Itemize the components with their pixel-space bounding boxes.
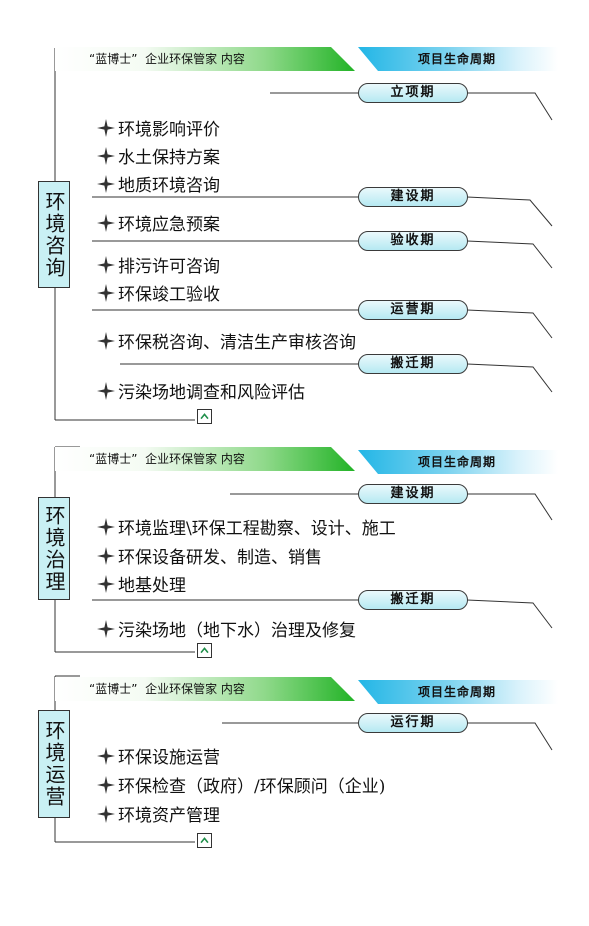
list-item: 环境影响评价 — [96, 115, 220, 140]
lifecycle-banner: 项目生命周期 — [358, 680, 558, 704]
star-bullet-icon — [97, 619, 115, 638]
star-bullet-icon — [97, 146, 115, 165]
star-bullet-icon — [97, 804, 115, 823]
list-item: 环保税咨询、清洁生产审核咨询 — [96, 328, 356, 353]
phase-pill: 验收期 — [358, 231, 468, 251]
star-bullet-icon — [97, 213, 115, 232]
phase-pill: 运营期 — [358, 300, 468, 320]
item-label: 环境应急预案 — [118, 215, 220, 235]
star-bullet-icon — [97, 775, 115, 794]
list-item: 环保设备研发、制造、销售 — [96, 543, 322, 568]
collapse-icon[interactable] — [197, 833, 212, 848]
list-item: 环境监理\环保工程勘察、设计、施工 — [96, 514, 396, 539]
star-bullet-icon — [97, 283, 115, 302]
list-item: 环保竣工验收 — [96, 280, 220, 305]
list-item: 环保设施运营 — [96, 743, 220, 768]
item-label: 环保检查（政府）/环保顾问（企业) — [118, 777, 386, 797]
item-label: 环境影响评价 — [118, 120, 220, 140]
lifecycle-banner: 项目生命周期 — [358, 47, 558, 71]
list-item: 地基处理 — [96, 571, 186, 596]
list-item: 水土保持方案 — [96, 143, 220, 168]
list-item: 污染场地调查和风险评估 — [96, 378, 305, 403]
item-label: 排污许可咨询 — [118, 257, 220, 277]
phase-pill: 搬迁期 — [358, 590, 468, 610]
side-label-environment-treatment: 环境治理 — [38, 497, 70, 600]
collapse-icon[interactable] — [197, 409, 212, 424]
list-item: 地质环境咨询 — [96, 171, 220, 196]
phase-pill: 建设期 — [358, 484, 468, 504]
list-item: 排污许可咨询 — [96, 252, 220, 277]
list-item: 环境应急预案 — [96, 210, 220, 235]
phase-pill: 建设期 — [358, 187, 468, 207]
star-bullet-icon — [97, 174, 115, 193]
phase-pill: 搬迁期 — [358, 354, 468, 374]
lifecycle-banner: 项目生命周期 — [358, 450, 558, 474]
side-label-environment-consulting: 环境咨询 — [38, 181, 70, 288]
item-label: 环境监理\环保工程勘察、设计、施工 — [118, 519, 396, 539]
content-banner: “蓝博士” 企业环保管家 内容 — [55, 447, 355, 471]
item-label: 地基处理 — [118, 576, 186, 596]
star-bullet-icon — [97, 118, 115, 137]
collapse-icon[interactable] — [197, 643, 212, 658]
star-bullet-icon — [97, 255, 115, 274]
phase-pill: 立项期 — [358, 83, 468, 103]
list-item: 污染场地（地下水）治理及修复 — [96, 616, 356, 641]
item-label: 环保竣工验收 — [118, 285, 220, 305]
item-label: 污染场地调查和风险评估 — [118, 383, 305, 403]
item-label: 环保设备研发、制造、销售 — [118, 548, 322, 568]
list-item: 环保检查（政府）/环保顾问（企业) — [96, 772, 385, 797]
content-banner: “蓝博士” 企业环保管家 内容 — [55, 47, 355, 71]
item-label: 环保税咨询、清洁生产审核咨询 — [118, 333, 356, 353]
content-banner: “蓝博士” 企业环保管家 内容 — [55, 677, 355, 701]
item-label: 环境资产管理 — [118, 806, 220, 826]
star-bullet-icon — [97, 331, 115, 350]
star-bullet-icon — [97, 546, 115, 565]
item-label: 污染场地（地下水）治理及修复 — [118, 621, 356, 641]
item-label: 地质环境咨询 — [118, 176, 220, 196]
star-bullet-icon — [97, 517, 115, 536]
star-bullet-icon — [97, 381, 115, 400]
phase-pill: 运行期 — [358, 713, 468, 733]
item-label: 水土保持方案 — [118, 148, 220, 168]
star-bullet-icon — [97, 574, 115, 593]
side-label-environment-operation: 环境运营 — [38, 710, 70, 818]
list-item: 环境资产管理 — [96, 801, 220, 826]
item-label: 环保设施运营 — [118, 748, 220, 768]
star-bullet-icon — [97, 746, 115, 765]
